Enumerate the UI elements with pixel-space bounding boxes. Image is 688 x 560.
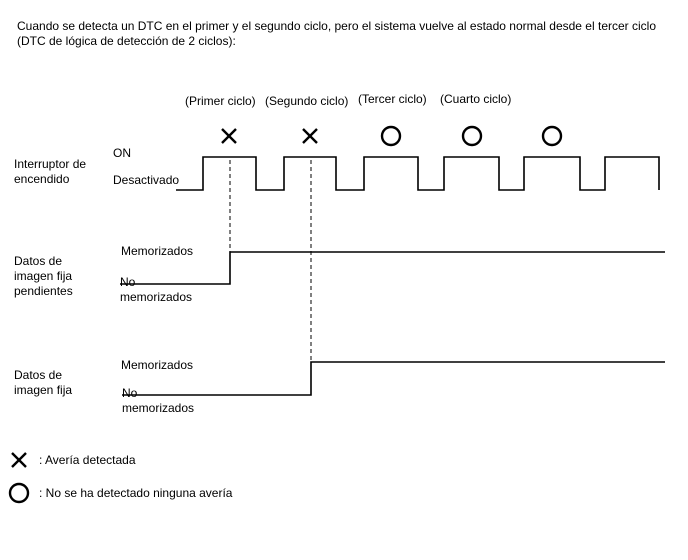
- cycle-label-4: (Cuarto ciclo): [440, 92, 512, 106]
- circle-icon: [380, 125, 402, 147]
- cross-icon: [302, 128, 318, 144]
- pending-freeze-signal: [120, 251, 665, 285]
- cycle-label-2: (Segundo ciclo): [265, 94, 349, 108]
- legend-circle-text: : No se ha detectado ninguna avería: [39, 486, 233, 500]
- circle-icon: [541, 125, 563, 147]
- freeze-signal: [122, 361, 665, 396]
- ignition-on-label: ON: [113, 146, 131, 160]
- pending-freeze-label: Datos de imagen fija pendientes: [14, 254, 73, 298]
- cycle-label-1: (Primer ciclo): [185, 94, 256, 108]
- ignition-off-label: Desactivado: [113, 173, 180, 187]
- legend-cross-text: : Avería detectada: [39, 453, 136, 467]
- legend-circle-icon: [8, 482, 30, 504]
- circle-icon: [461, 125, 483, 147]
- freeze-label: Datos de imagen fija: [14, 368, 73, 397]
- pending-freeze-stored-label: Memorizados: [121, 244, 194, 258]
- freeze-stored-label: Memorizados: [121, 358, 194, 372]
- ignition-label: Interruptor de encendido: [14, 157, 87, 186]
- cycle-label-3: (Tercer ciclo): [358, 92, 427, 106]
- diagram-description: Cuando se detecta un DTC en el primer y …: [17, 19, 656, 48]
- cross-icon: [221, 128, 237, 144]
- freeze-not-stored-label: No memorizados: [122, 386, 195, 415]
- ignition-waveform: [176, 156, 660, 191]
- legend-cross-icon: [11, 452, 27, 468]
- pending-freeze-not-stored-label: No memorizados: [120, 275, 193, 304]
